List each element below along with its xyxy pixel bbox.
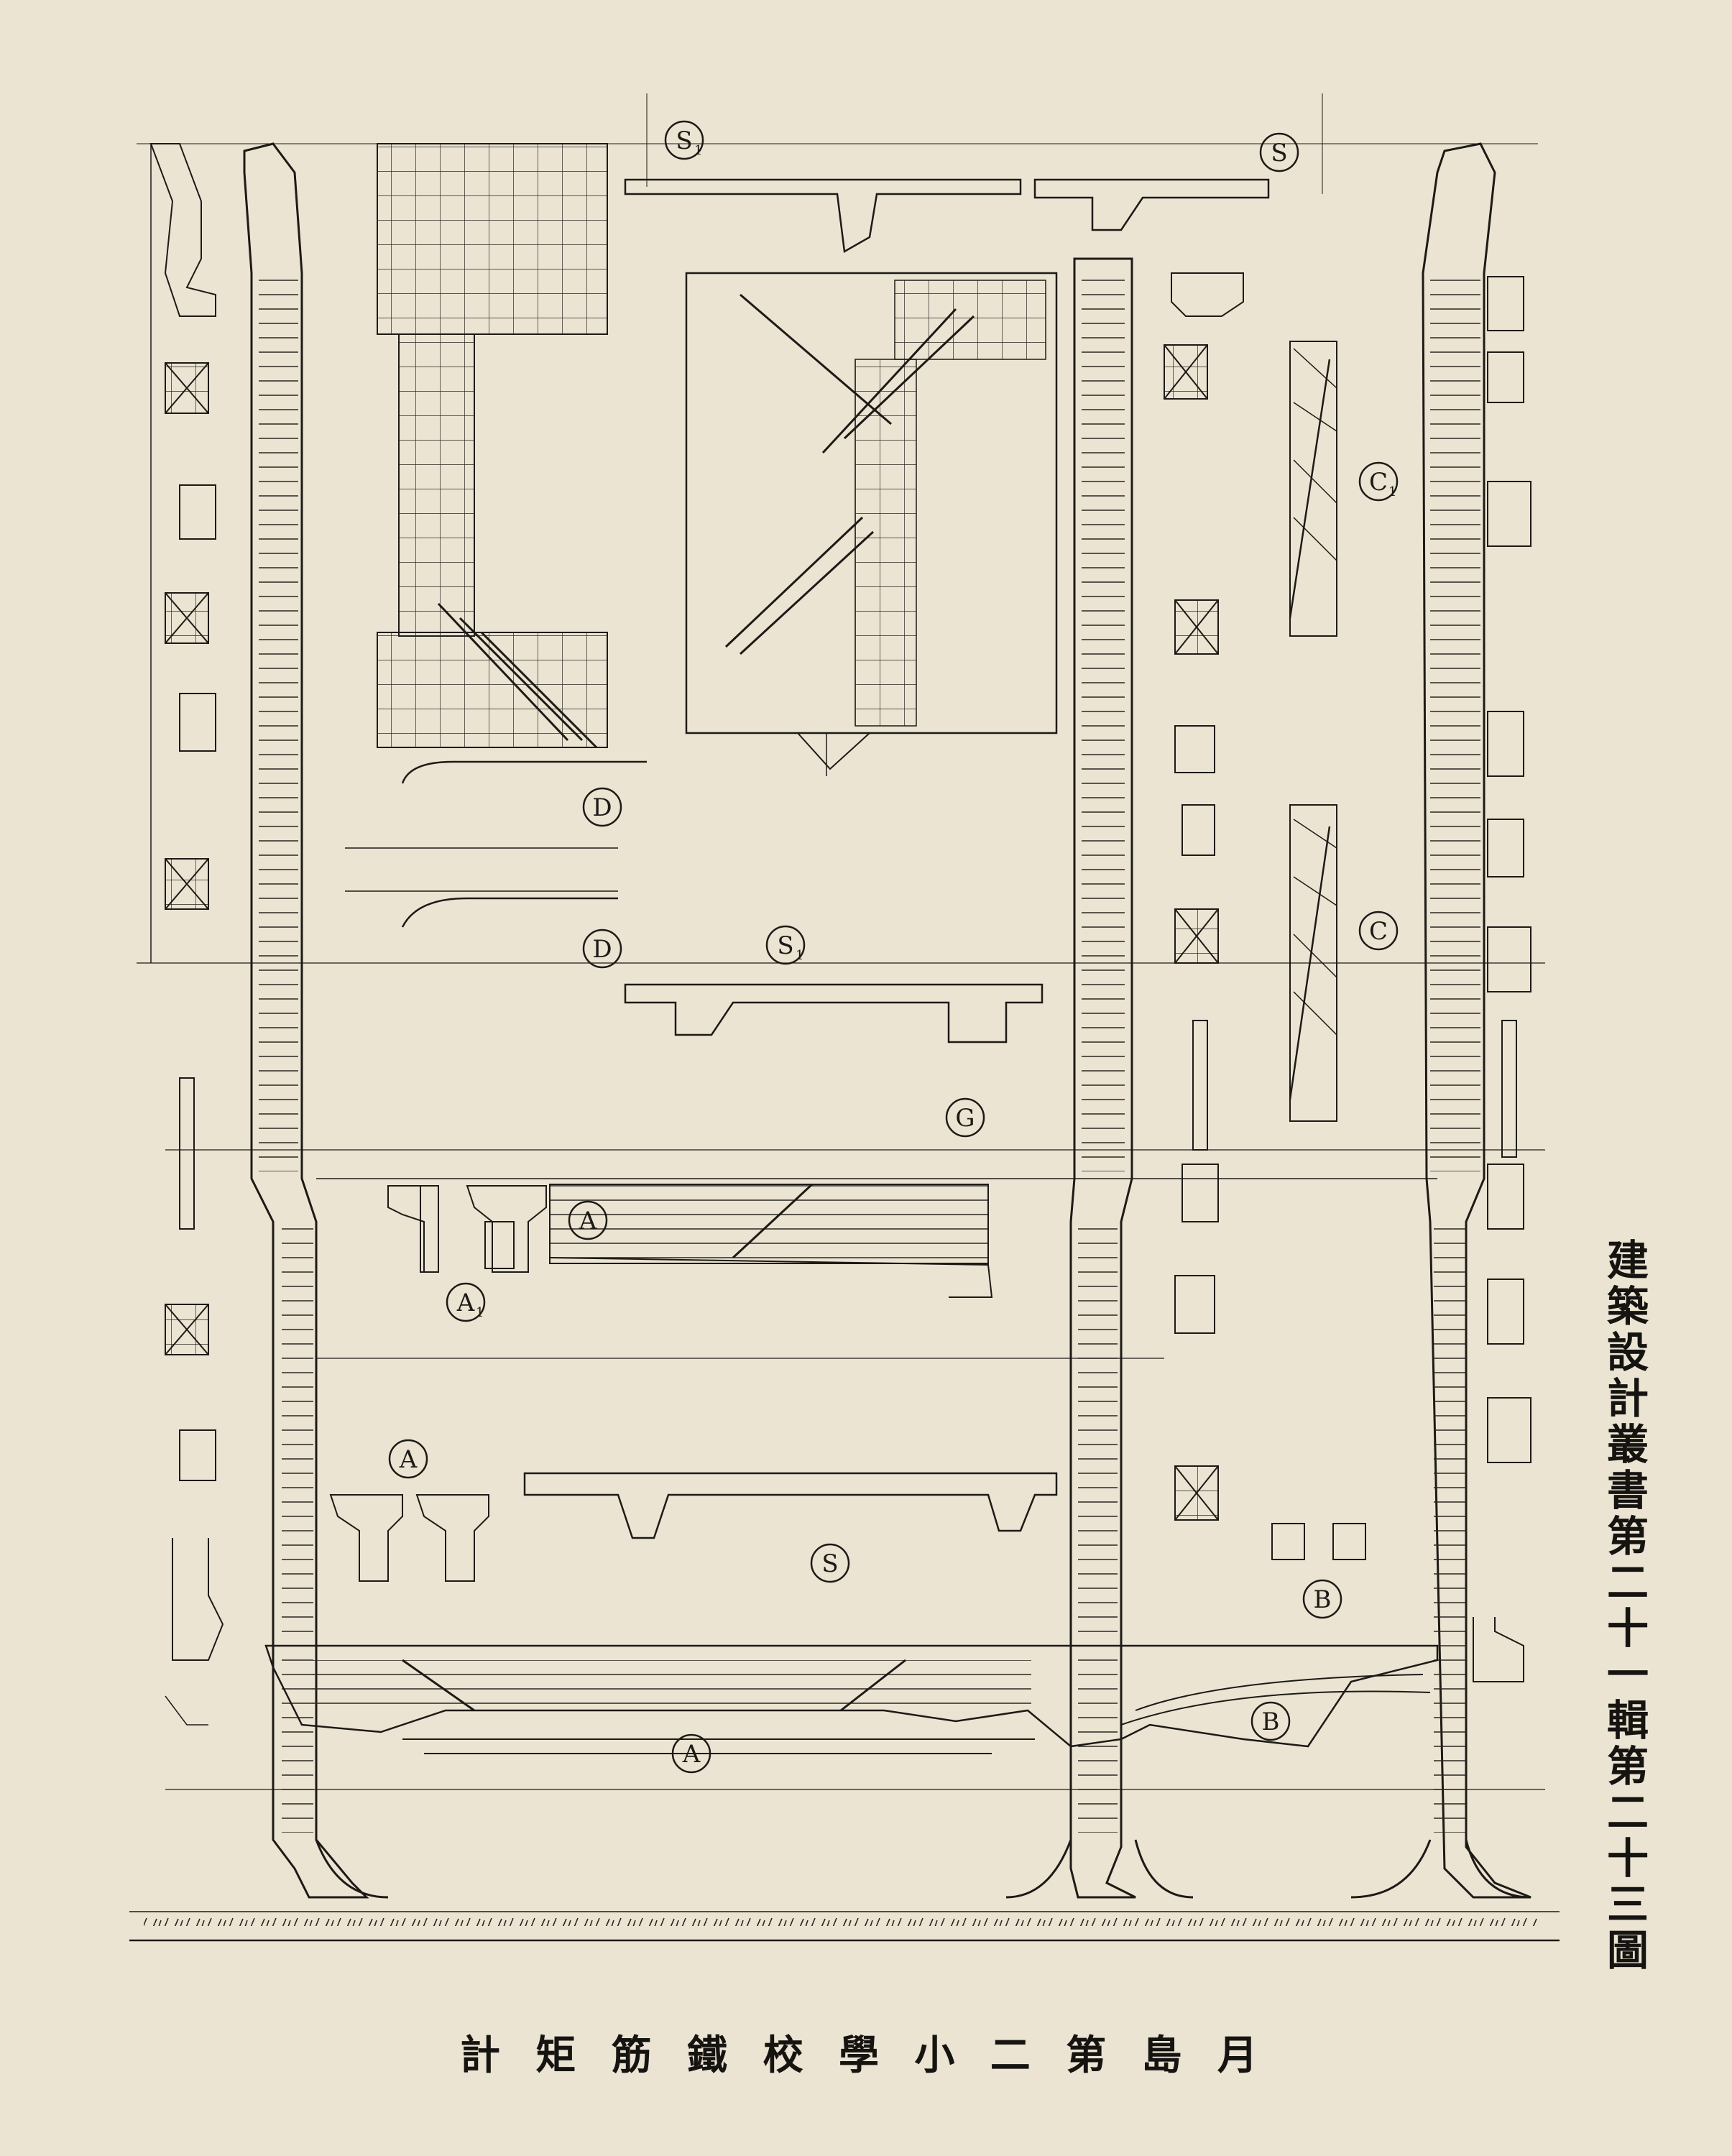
title-char: 矩 [535,2031,576,2079]
marker-letter: S [1271,139,1287,167]
center-right-section-details [1164,272,1366,1560]
section-marker-d-2: D [582,929,622,969]
marker-circle [664,120,704,160]
title-char: 鐵 [687,2031,728,2079]
marker-letter: A [399,1445,418,1474]
marker-circle [582,787,622,827]
section-marker-b-1: B [1302,1579,1342,1619]
marker-letter: D [592,935,612,964]
marker-circle [388,1439,428,1479]
title-char: 筋 [611,2031,652,2079]
drawing-linework [129,93,1560,1942]
foundation-beam [264,1644,1439,1748]
marker-circle [1302,1579,1342,1619]
marker-circle [810,1543,850,1583]
right-column [1422,142,1531,1899]
title-char: 校 [763,2031,803,2079]
drawing-title: 計 矩 筋 鐵 校 學 小 二 第 島 月 [460,2019,1258,2084]
section-marker-s-top-right: S [1259,132,1299,172]
section-marker-d-1: D [582,787,622,827]
marker-letter: S [676,126,692,155]
lower-slab [523,1472,1058,1539]
marker-letter: D [592,793,612,822]
marker-letter: S [821,1549,838,1578]
marker-circle [568,1200,608,1240]
section-marker-b-2: B [1250,1701,1291,1741]
marker-circle [1259,132,1299,172]
marker-letter: B [1262,1708,1280,1736]
title-char: 第 [1066,2031,1107,2079]
marker-subscript: 1 [694,143,702,158]
marker-letter: A [579,1207,597,1235]
marker-circle [446,1282,486,1322]
marker-subscript: 1 [796,948,803,963]
marker-circle [1358,461,1399,502]
center-column [1069,257,1136,1899]
title-char: 學 [838,2031,879,2079]
marker-circle [945,1097,985,1138]
right-section-details [1473,276,1531,1682]
marker-circle [1250,1701,1291,1741]
marker-letter: S [777,931,793,960]
mid-slab [624,983,1044,1044]
top-slab [624,178,1022,254]
marker-circle [765,925,806,965]
marker-circle [582,929,622,969]
title-char: 島 [1141,2031,1182,2079]
marker-letter: C [1369,917,1388,946]
title-char: 小 [914,2031,955,2079]
section-marker-a-4: A [671,1733,711,1774]
section-marker-c-2: C [1358,911,1399,951]
title-char: 二 [990,2031,1031,2079]
left-column [243,142,369,1899]
marker-circle [1358,911,1399,951]
marker-subscript: 1 [1388,484,1396,499]
marker-circle [671,1733,711,1774]
left-section-details [149,143,224,1661]
marker-letter: A [456,1289,475,1317]
section-marker-g-1: G [945,1097,985,1138]
section-marker-a-1: A [568,1200,608,1240]
marker-letter: G [955,1104,975,1133]
plate-series-title: 建築設計叢書第二十一輯第二十三圖 [1600,1238,1649,1974]
marker-subscript: 1 [476,1305,484,1320]
marker-letter: A [682,1740,701,1769]
section-marker-a-3: A [388,1439,428,1479]
title-char: 計 [460,2031,500,2079]
marker-letter: C [1369,468,1388,497]
section-marker-s-lower: S [810,1543,850,1583]
title-char: 月 [1217,2031,1258,2079]
marker-letter: B [1314,1585,1332,1614]
